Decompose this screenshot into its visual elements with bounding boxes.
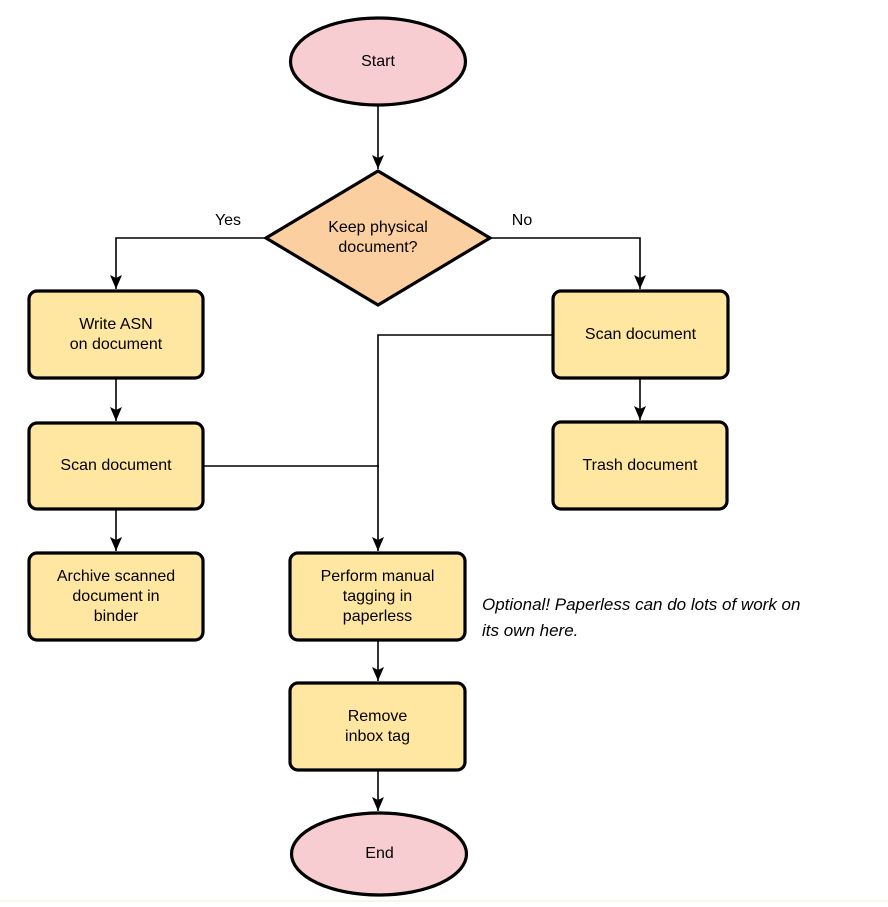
edge-no-label: No (511, 212, 533, 229)
edge-scan-right-to-tagging (372, 334, 552, 551)
remove-inbox-label: Remove inbox tag (345, 707, 410, 745)
archive-shape (27, 551, 205, 642)
archive-label: Archive scanned document in binder (56, 567, 176, 625)
scan-right-shape (551, 289, 730, 380)
edge-decision-no-to-scan-right (490, 237, 646, 289)
bottom-rule (0, 900, 888, 902)
start-terminator-shape (288, 16, 468, 107)
annotation-note: Optional! Paperless can do lots of work … (482, 595, 801, 640)
tagging-label: Perform manual tagging in paperless (320, 567, 435, 625)
edge-yes-label: Yes (214, 212, 242, 229)
decision-diamond-shape (262, 169, 494, 307)
scan-left-shape (27, 421, 205, 511)
remove-inbox-shape (288, 681, 467, 772)
trash-shape (551, 420, 729, 511)
edge-decision-yes-to-write-asn (110, 237, 266, 289)
write-asn-shape (27, 289, 205, 380)
scan-left-label: Scan document (60, 457, 172, 474)
trash-label: Trash document (582, 456, 698, 474)
tagging-shape (288, 551, 467, 642)
decision-label: Keep physical document? (328, 219, 428, 256)
end-label: End (365, 845, 394, 862)
write-asn-label: Write ASN on document (69, 315, 163, 353)
end-terminator-shape (289, 811, 469, 897)
start-label: Start (361, 52, 395, 70)
scan-right-label: Scan document (584, 325, 697, 343)
